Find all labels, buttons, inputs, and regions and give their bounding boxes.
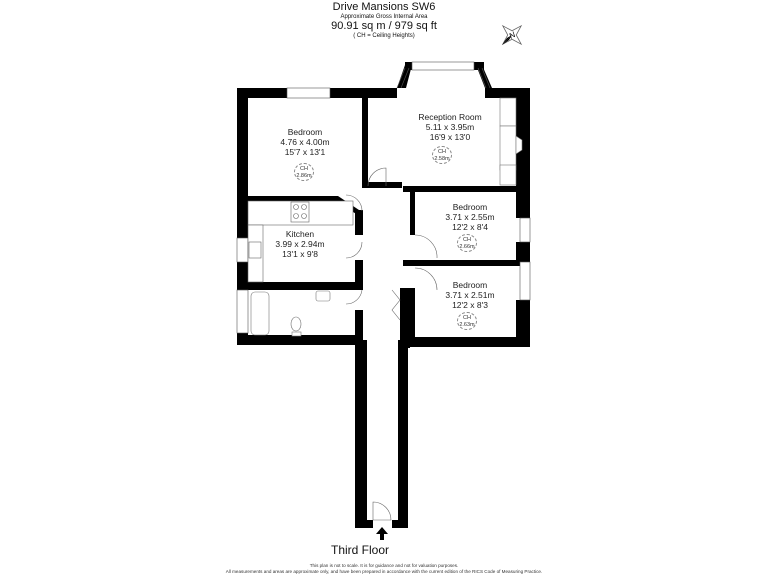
ch-value: 2.63m	[459, 322, 475, 328]
room-bedroom-3: Bedroom 3.71 x 2.51m 12'2 x 8'3	[420, 280, 520, 310]
disclaimer-line-1: This plan is not to scale. It is for gui…	[309, 563, 459, 568]
room-name: Bedroom	[287, 127, 323, 137]
ceiling-height-badge: CH 2.58m	[432, 146, 452, 164]
room-name: Bedroom	[452, 280, 488, 290]
room-metric: 3.71 x 2.51m	[445, 290, 495, 300]
disclaimer-line-2: All measurements and areas are approxima…	[225, 569, 543, 574]
room-reception: Reception Room 5.11 x 3.95m 16'9 x 13'0	[395, 112, 505, 142]
compass-icon: N	[501, 24, 523, 46]
entrance-arrow-icon	[376, 527, 388, 540]
room-name: Bedroom	[452, 202, 488, 212]
ceiling-height-badge: CH 2.63m	[457, 312, 477, 330]
room-bedroom-2: Bedroom 3.71 x 2.55m 12'2 x 8'4	[420, 202, 520, 232]
room-kitchen: Kitchen 3.99 x 2.94m 13'1 x 9'8	[250, 229, 350, 259]
property-title: Drive Mansions SW6	[332, 1, 436, 13]
ch-value: 2.66m	[459, 244, 475, 250]
ch-value: 2.58m	[434, 156, 450, 162]
floor-label: Third Floor	[330, 543, 389, 557]
ch-label: CH	[463, 237, 471, 243]
room-imperial: 12'2 x 8'4	[452, 222, 488, 232]
room-metric: 4.76 x 4.00m	[280, 137, 330, 147]
room-imperial: 15'7 x 13'1	[284, 147, 326, 157]
svg-text:N: N	[507, 30, 517, 41]
room-imperial: 16'9 x 13'0	[429, 132, 471, 142]
room-name: Reception Room	[418, 112, 482, 122]
ch-value: 2.86m	[296, 173, 312, 179]
area-subtitle: Approximate Gross Internal Area	[340, 14, 428, 20]
room-metric: 5.11 x 3.95m	[425, 122, 475, 132]
ceiling-height-badge: CH 2.66m	[457, 234, 477, 252]
room-name: Kitchen	[285, 229, 315, 239]
room-metric: 3.99 x 2.94m	[275, 239, 325, 249]
room-imperial: 12'2 x 8'3	[452, 300, 488, 310]
room-imperial: 13'1 x 9'8	[282, 249, 318, 259]
ch-label: CH	[300, 166, 308, 172]
ceiling-height-badge: CH 2.86m	[294, 163, 314, 181]
room-metric: 3.71 x 2.55m	[445, 212, 495, 222]
ch-label: CH	[463, 315, 471, 321]
room-bedroom-1: Bedroom 4.76 x 4.00m 15'7 x 13'1	[255, 127, 355, 157]
ch-label: CH	[438, 149, 446, 155]
ceiling-height-note: ( CH = Ceiling Heights)	[353, 33, 415, 39]
gross-area: 90.91 sq m / 979 sq ft	[331, 20, 437, 32]
